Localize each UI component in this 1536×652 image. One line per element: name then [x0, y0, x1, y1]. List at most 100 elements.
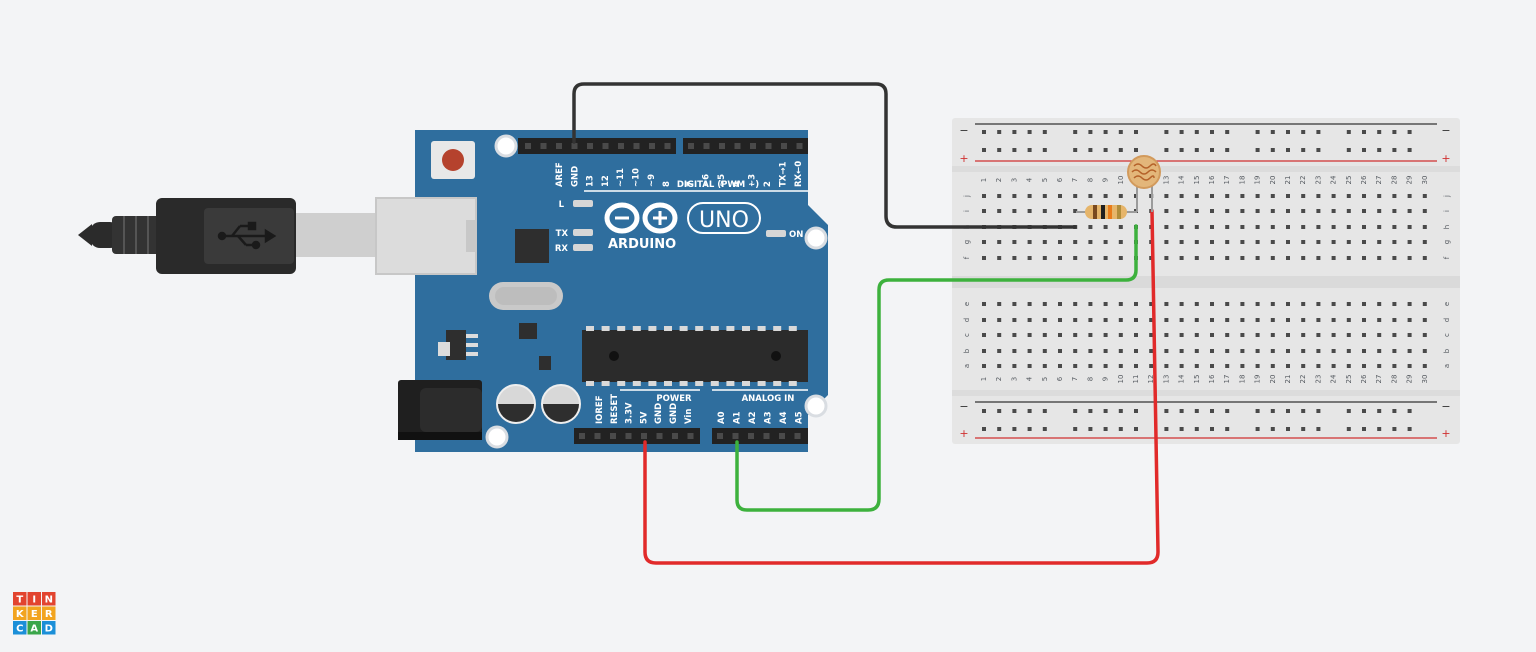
breadboard-column-label: 26	[1360, 175, 1368, 184]
breadboard-column-label: 20	[1269, 176, 1277, 185]
breadboard-column-label: 22	[1299, 176, 1307, 185]
breadboard-column-label: 16	[1208, 374, 1216, 383]
breadboard-column-label: 19	[1254, 176, 1262, 185]
breadboard-column-label: 6	[1056, 177, 1064, 182]
power-header-label: POWER	[656, 394, 692, 404]
breadboard-column-label: 25	[1345, 176, 1353, 185]
breadboard-column-label: 27	[1375, 176, 1383, 185]
logo-tile	[27, 621, 41, 635]
rail-minus-label: −	[1441, 124, 1450, 137]
logo-letter: D	[45, 624, 53, 635]
digital-pin-label: GND	[570, 166, 580, 187]
analog-pin-label: A0	[717, 411, 727, 424]
breadboard-column-label: 1	[980, 377, 988, 381]
breadboard-column-label: 28	[1390, 375, 1398, 384]
power-pin-label: RESET	[610, 394, 620, 424]
reset-button[interactable]	[431, 141, 475, 179]
digital-pin-label: ~5	[717, 174, 727, 187]
breadboard-column-label: 13	[1162, 375, 1170, 384]
logo-letter: R	[45, 609, 53, 620]
breadboard-row-label: i	[1443, 210, 1451, 212]
led-tx-label: TX	[556, 229, 569, 239]
breadboard-column-label: 8	[1086, 377, 1094, 381]
atmega-microcontroller	[582, 326, 808, 386]
breadboard-column-label: 30	[1421, 176, 1429, 185]
digital-pin-label: 13	[586, 175, 596, 187]
logo-tile	[27, 606, 41, 620]
logo-tile	[42, 606, 56, 620]
breadboard-column-label: 29	[1406, 176, 1414, 185]
led-rx	[573, 244, 593, 251]
led-l-label: L	[559, 200, 565, 210]
breadboard-column-label: 5	[1041, 178, 1049, 182]
usb-socket	[375, 197, 477, 275]
rail-plus-label: +	[1441, 427, 1450, 440]
breadboard-column-label: 19	[1254, 375, 1262, 384]
analog-header-label: ANALOG IN	[742, 394, 795, 404]
breadboard-row-label: d	[1443, 318, 1451, 322]
digital-header-left[interactable]	[518, 138, 676, 154]
analog-header[interactable]	[712, 428, 808, 444]
breadboard-column-label: 5	[1041, 377, 1049, 381]
usb-chip	[515, 229, 549, 263]
logo-tile	[13, 621, 27, 635]
wire-red-5v[interactable]	[643, 209, 1160, 565]
photoresistor[interactable]	[1127, 155, 1161, 212]
rail-minus-label: −	[959, 400, 968, 413]
usb-cable[interactable]	[78, 198, 378, 274]
wire-black-gnd[interactable]	[572, 82, 1077, 229]
led-on-label: ON	[789, 230, 803, 240]
led-tx	[573, 229, 593, 236]
digital-pin-label: ~6	[701, 174, 711, 187]
breadboard-column-label: 12	[1147, 375, 1155, 384]
breadboard-row-label: c	[1443, 333, 1451, 337]
breadboard-row-label: a	[963, 364, 971, 368]
rail-minus-label: −	[1441, 400, 1450, 413]
breadboard-column-label: 18	[1238, 375, 1246, 384]
logo-letter: N	[45, 595, 53, 606]
digital-pin-label: 12	[601, 175, 611, 187]
digital-pin-label: RX←0	[794, 161, 804, 187]
arduino-uno-board[interactable]: L TX RX ON ARDUINO UNO DIGITAL (PWM ~) P…	[375, 130, 828, 452]
power-jack[interactable]	[398, 380, 482, 440]
breadboard-column-label: 7	[1071, 377, 1079, 381]
breadboard-column-label: 4	[1026, 376, 1034, 381]
breadboard-row-label: b	[963, 348, 971, 353]
power-pin-label: IOREF	[595, 395, 605, 424]
breadboard-column-label: 11	[1132, 375, 1140, 384]
digital-pin-label: 4	[732, 181, 742, 187]
analog-pin-label: A1	[733, 411, 743, 424]
logo-letter: A	[30, 624, 38, 635]
breadboard-column-label: 13	[1162, 176, 1170, 185]
breadboard-column-label: 18	[1238, 176, 1246, 185]
breadboard-column-label: 2	[995, 178, 1003, 182]
resistor[interactable]	[1076, 205, 1137, 219]
led-l	[573, 200, 593, 207]
breadboard-column-label: 10	[1117, 176, 1125, 185]
digital-pin-label: 7	[686, 181, 696, 187]
digital-pin-label: 8	[662, 181, 672, 187]
breadboard-column-label: 9	[1102, 178, 1110, 182]
capacitor	[496, 384, 536, 424]
breadboard-column-label: 3	[1010, 178, 1018, 182]
digital-header-right[interactable]	[683, 138, 808, 154]
capacitor	[541, 384, 581, 424]
breadboard-column-label: 20	[1269, 375, 1277, 384]
power-pin-label: GND	[654, 403, 664, 424]
breadboard-column-label: 23	[1314, 176, 1322, 185]
led-rx-label: RX	[555, 244, 569, 254]
rail-plus-label: +	[1441, 152, 1450, 165]
breadboard-column-label: 8	[1086, 178, 1094, 182]
breadboard-column-label: 29	[1406, 375, 1414, 384]
rail-plus-label: +	[959, 152, 968, 165]
digital-pin-label: 2	[763, 181, 773, 187]
power-pin-label: Vin	[684, 409, 694, 424]
power-header[interactable]	[574, 428, 700, 444]
power-pin-label: 3.3V	[625, 402, 635, 424]
logo-letter: T	[16, 595, 23, 606]
wire-green-a1[interactable]	[735, 224, 1138, 512]
breadboard-column-label: 9	[1102, 377, 1110, 381]
logo-letter: K	[16, 609, 25, 620]
